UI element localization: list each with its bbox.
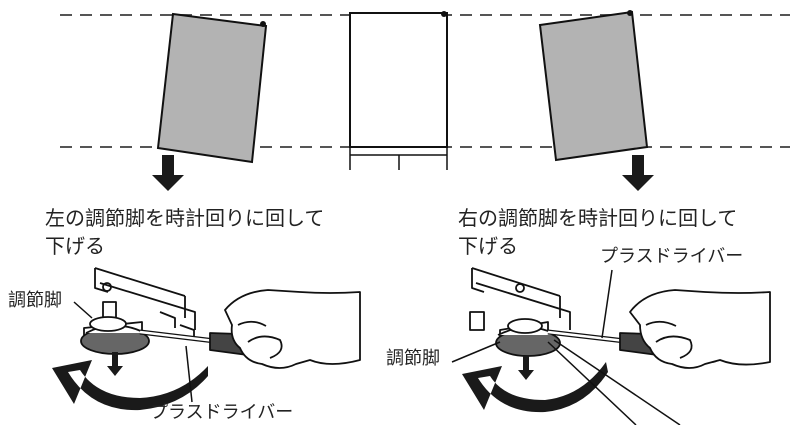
left-small-arrow (107, 352, 123, 376)
left-screwdriver-label: プラスドライバー (150, 402, 294, 423)
right-rotation-arrow (462, 362, 608, 413)
right-small-arrow (518, 356, 534, 380)
right-down-arrow (622, 155, 654, 191)
left-instruction-line1: 左の調節脚を時計回りに回して (45, 206, 325, 230)
left-adjustment-detail (80, 267, 361, 369)
left-tilted-unit (156, 12, 268, 164)
right-instruction-line1: 右の調節脚を時計回りに回して (458, 206, 738, 230)
left-instruction-line2: 下げる (45, 234, 105, 258)
right-screwdriver-label: プラスドライバー (600, 246, 744, 267)
right-adjustment-leg-label: 調節脚 (386, 348, 440, 369)
left-down-arrow (152, 155, 184, 191)
right-tilted-unit (538, 10, 649, 162)
right-instruction-line2: 下げる (458, 234, 518, 258)
center-level-unit (349, 11, 448, 170)
left-rotation-arrow (52, 360, 208, 411)
left-adjustment-leg-label: 調節脚 (8, 290, 62, 311)
right-adjustment-detail (469, 267, 771, 369)
